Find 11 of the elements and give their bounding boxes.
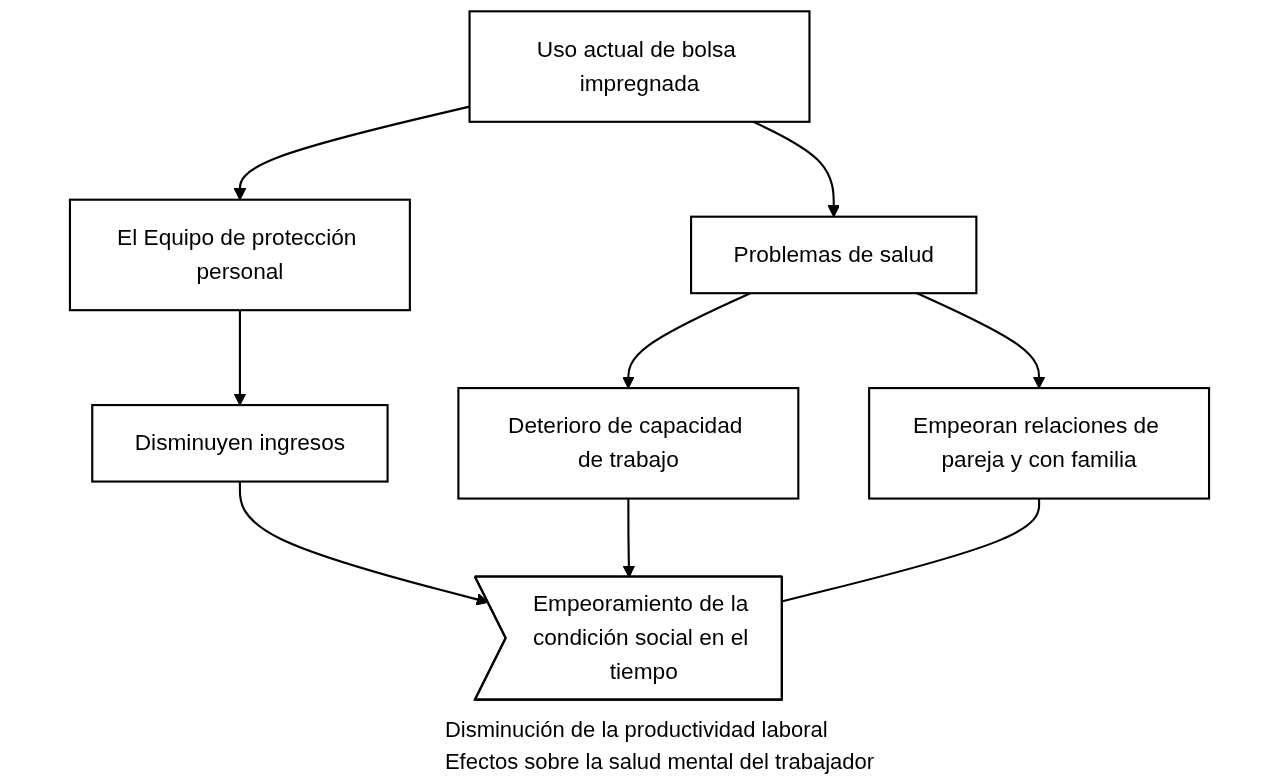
arrow bbox=[233, 310, 247, 406]
node-box: Deterioro de capacidad de trabajo bbox=[457, 387, 800, 500]
node-box: Empeoran relaciones de pareja y con familia bbox=[868, 387, 1211, 500]
note-text: Efectos sobre la salud mental del trabajador bbox=[444, 749, 875, 775]
note-text: Disminución de la productividad laboral bbox=[444, 717, 829, 743]
node-box: Problemas de salud bbox=[690, 215, 978, 295]
connector bbox=[782, 498, 1041, 603]
node-box: El Equipo de protección personal bbox=[68, 198, 411, 312]
arrow bbox=[238, 481, 489, 606]
node-box: Uso actual de bolsa impregnada bbox=[468, 10, 811, 123]
node-box: Disminuyen ingresos bbox=[91, 404, 389, 483]
